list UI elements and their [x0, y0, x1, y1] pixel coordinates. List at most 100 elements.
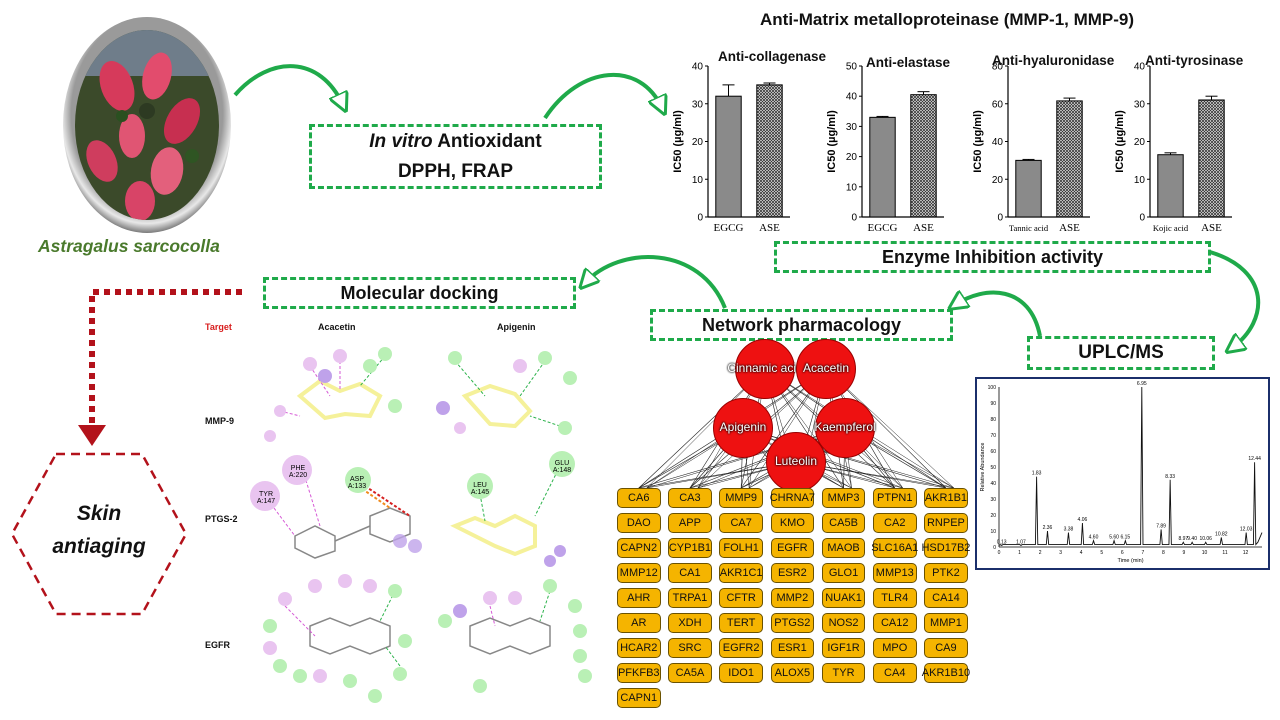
compound-node-label: Apigenin	[719, 420, 767, 434]
target-gene-node: CA6	[617, 488, 661, 508]
uplc-peak-label: 2.36	[1043, 525, 1053, 531]
y-axis-label: IC50 (µg/ml)	[1114, 110, 1126, 173]
target-gene-node: GLO1	[821, 563, 866, 583]
docking-row-mmp9: MMP-9	[205, 416, 234, 426]
bar-ASE	[1056, 100, 1083, 218]
compound-node	[815, 398, 875, 458]
y-tick-label: 50	[846, 62, 858, 73]
residue-label-3: LEU A:145	[470, 482, 490, 496]
chart-title-2: Anti-hyaluronidase	[992, 53, 1115, 68]
uplc-y-axis-label: Relative Abundance	[980, 443, 986, 492]
bar-Kojic acid	[1157, 154, 1184, 218]
target-gene-node: MMP12	[617, 563, 661, 583]
target-gene-node: PFKFB3	[617, 663, 661, 683]
skin-label-2: antiaging	[52, 535, 146, 558]
y-tick-label: 80	[992, 62, 1004, 73]
docking-box: Molecular docking	[263, 277, 576, 309]
bar-ASE	[910, 94, 937, 218]
target-gene-node: MMP2	[770, 588, 815, 608]
antioxidant-rest: Antioxidant	[432, 130, 542, 152]
uplc-peak-label: 12.44	[1248, 456, 1261, 462]
uplc-peak-label: 8.33	[1165, 474, 1175, 480]
dock-egfr-apigenin	[438, 579, 592, 693]
uplc-x-tick-label: 12	[1243, 550, 1249, 556]
y-tick-label: 0	[1139, 213, 1145, 224]
uplc-peak-label: 10.82	[1215, 531, 1228, 537]
target-gene-node: CA2	[873, 513, 917, 533]
target-gene-node: CA1	[668, 563, 712, 583]
y-tick-label: 0	[997, 213, 1003, 224]
docking-row-egfr: EGFR	[205, 640, 231, 650]
target-gene-node: TLR4	[873, 588, 917, 608]
uplc-peak-label: 12.03	[1240, 527, 1253, 533]
compound-node-label: Kaempferol	[814, 420, 876, 434]
target-gene-node: MAOB	[821, 538, 866, 558]
plant-name: Astragalus sarcocolla	[38, 236, 220, 256]
y-axis-label: IC50 (µg/ml)	[826, 110, 838, 173]
y-tick-label: 10	[846, 182, 858, 193]
antioxidant-line2: DPPH, FRAP	[397, 160, 514, 182]
target-gene-node: CA5B	[821, 513, 866, 533]
residue-label-1: TYR A:147	[256, 491, 276, 505]
y-tick-label: 20	[1134, 137, 1146, 148]
uplc-x-tick-label: 2	[1039, 550, 1042, 556]
x-tick-label: ASE	[1059, 222, 1080, 234]
y-tick-label: 40	[1134, 62, 1146, 73]
x-tick-label: EGCG	[868, 222, 898, 234]
bar-EGCG	[869, 116, 896, 218]
target-gene-node: PTK2	[924, 563, 968, 583]
uplc-x-tick-label: 6	[1121, 550, 1124, 556]
target-gene-node: HSD17B2	[921, 538, 970, 558]
y-tick-label: 40	[992, 137, 1004, 148]
target-gene-node: CA12	[873, 613, 917, 633]
target-gene-node: NUAK1	[821, 588, 866, 608]
target-gene-node: CAPN1	[617, 688, 661, 708]
uplc-y-tick-label: 30	[990, 497, 996, 503]
target-gene-node: MMP13	[873, 563, 917, 583]
target-gene-node: RNPEP	[924, 513, 968, 533]
target-gene-node: PTPN1	[873, 488, 917, 508]
uplc-y-tick-label: 100	[988, 385, 997, 391]
uplc-peak-label: 6.95	[1137, 381, 1147, 387]
uplc-y-tick-label: 70	[990, 433, 996, 439]
uplc-peak-label: 10.06	[1199, 536, 1212, 542]
uplc-x-axis-label: Time (min)	[1117, 558, 1143, 564]
docking-col-apigenin: Apigenin	[497, 322, 536, 332]
uplc-x-tick-label: 7	[1141, 550, 1144, 556]
target-gene-node: SLC16A1	[871, 538, 918, 558]
chart-title-1: Anti-elastase	[866, 55, 951, 70]
arrow-head-skin	[78, 425, 106, 446]
dock-ptgs2-acacetin	[250, 455, 422, 559]
residue-label-2: ASP A:133	[347, 476, 367, 490]
compound-node-label: Luteolin	[774, 454, 818, 468]
target-gene-node: IGF1R	[821, 638, 866, 658]
enzyme-box: Enzyme Inhibition activity	[774, 241, 1211, 273]
target-gene-node: AKR1B10	[922, 663, 970, 683]
antioxidant-em: In vitro	[369, 130, 433, 152]
target-gene-node: CHRNA7	[770, 488, 815, 508]
target-gene-node: CA14	[924, 588, 968, 608]
uplc-x-tick-label: 4	[1080, 550, 1083, 556]
uplc-y-tick-label: 90	[990, 401, 996, 407]
target-gene-node: AKR1B1	[924, 488, 968, 508]
uplc-x-tick-label: 1	[1018, 550, 1021, 556]
uplc-peak-label: 7.89	[1156, 523, 1166, 529]
target-gene-node: AR	[617, 613, 661, 633]
docking-col-target: Target	[205, 322, 232, 332]
dock-mmp9-apigenin	[436, 351, 577, 435]
target-gene-node: NOS2	[821, 613, 866, 633]
uplc-x-tick-label: 9	[1183, 550, 1186, 556]
x-tick-label: ASE	[759, 222, 780, 234]
arrow-uplc-to-network	[955, 293, 1042, 337]
docking-col-acacetin: Acacetin	[318, 322, 356, 332]
x-tick-label: Kojic acid	[1153, 223, 1189, 233]
uplc-x-tick-label: 10	[1202, 550, 1208, 556]
docking-row-ptgs2: PTGS-2	[205, 514, 238, 524]
uplc-x-tick-label: 3	[1059, 550, 1062, 556]
target-gene-node: ALOX5	[770, 663, 815, 683]
target-gene-node: XDH	[668, 613, 712, 633]
